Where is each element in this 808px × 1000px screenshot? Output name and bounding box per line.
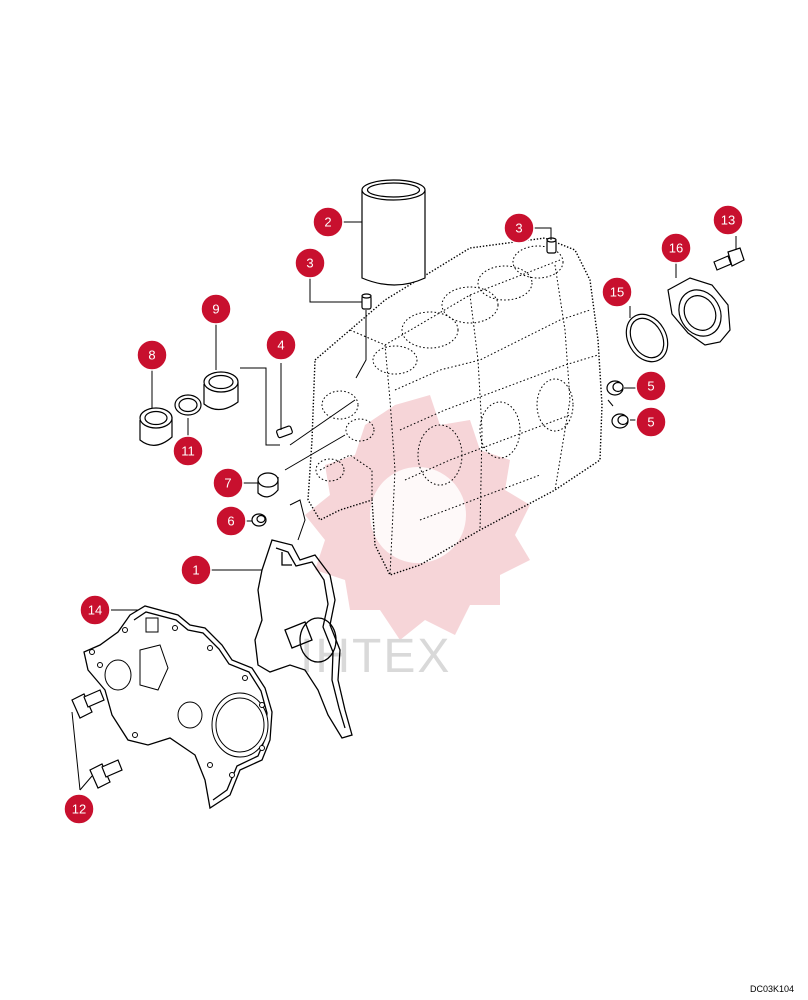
callout-16[interactable]: 16 — [660, 232, 692, 264]
cylinder-liner — [361, 179, 426, 286]
front-plate-gasket — [254, 539, 353, 739]
oil-jet-pin — [276, 425, 293, 439]
front-plate-bolt-upper — [71, 689, 105, 719]
callout-8-label: 8 — [148, 348, 155, 363]
callout-11-label: 11 — [181, 444, 195, 459]
callout-13[interactable]: 13 — [712, 204, 744, 236]
front-plate — [83, 605, 273, 810]
plug-lower — [611, 413, 629, 429]
dowel-pin-left — [361, 293, 372, 310]
callout-7-label: 7 — [224, 476, 231, 491]
watermark-logo: IHTEX — [300, 395, 530, 683]
front-plate-bolt-lower — [89, 759, 123, 789]
rear-oil-seal — [625, 313, 669, 363]
callout-3-left[interactable]: 3 — [294, 247, 326, 279]
oil-seal-housing — [667, 277, 731, 346]
callout-5-lower-label: 5 — [647, 415, 654, 430]
callout-7[interactable]: 7 — [212, 467, 244, 499]
callout-2-label: 2 — [324, 215, 331, 230]
callout-3-top[interactable]: 3 — [503, 212, 535, 244]
callout-9-label: 9 — [212, 302, 219, 317]
callout-15[interactable]: 15 — [601, 276, 633, 308]
callout-3-left-label: 3 — [306, 256, 313, 271]
callout-14[interactable]: 14 — [79, 594, 111, 626]
callout-5-upper-label: 5 — [647, 379, 654, 394]
camshaft-bushing-front — [139, 407, 173, 446]
callout-16-label: 16 — [669, 241, 683, 256]
callout-1[interactable]: 1 — [180, 554, 212, 586]
callout-4-label: 4 — [277, 338, 284, 353]
callout-8[interactable]: 8 — [136, 339, 168, 371]
callout-6[interactable]: 6 — [215, 505, 247, 537]
callout-3-top-label: 3 — [515, 221, 522, 236]
drawing-code: DC03K104 — [749, 984, 794, 994]
callout-1-label: 1 — [192, 563, 199, 578]
callout-12-label: 12 — [72, 802, 86, 817]
watermark-text: IHTEX — [300, 630, 451, 683]
bushing-ring — [174, 394, 202, 416]
cylinder-block — [307, 237, 603, 576]
dowel-pin-top — [546, 237, 557, 254]
seal-housing-bolt — [713, 247, 745, 271]
expansion-plug-large — [257, 472, 279, 498]
expansion-plug-small — [251, 513, 267, 527]
callout-5-lower[interactable]: 5 — [635, 406, 667, 438]
leader-lines — [71, 221, 737, 791]
callout-11[interactable]: 11 — [172, 435, 204, 467]
callout-4[interactable]: 4 — [265, 329, 297, 361]
callout-12[interactable]: 12 — [63, 793, 95, 825]
callout-2[interactable]: 2 — [312, 206, 344, 238]
callout-5-upper[interactable]: 5 — [635, 370, 667, 402]
camshaft-bushing-rear — [203, 371, 239, 411]
callout-9[interactable]: 9 — [200, 293, 232, 325]
callout-6-label: 6 — [227, 514, 234, 529]
callout-15-label: 15 — [610, 285, 624, 300]
callout-13-label: 13 — [721, 213, 735, 228]
callout-14-label: 14 — [88, 603, 102, 618]
plug-upper — [606, 380, 624, 396]
